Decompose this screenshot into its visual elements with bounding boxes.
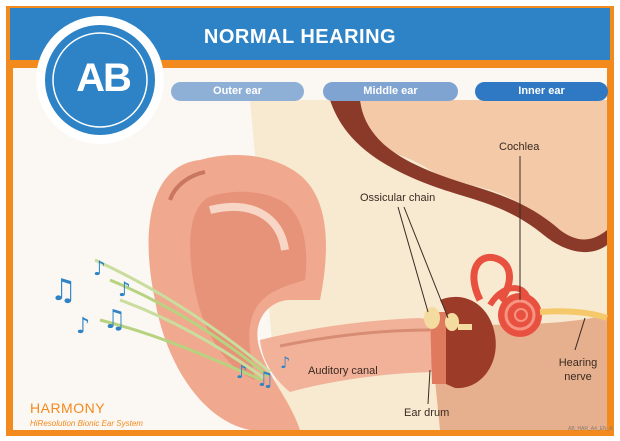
page-title: NORMAL HEARING bbox=[150, 26, 450, 49]
figure-code: AB_HAR_A4_EN_A bbox=[568, 426, 613, 432]
music-note-7: ♫ bbox=[256, 367, 274, 391]
label-ossicular-chain: Ossicular chain bbox=[360, 192, 435, 204]
ossicle-hammer bbox=[424, 307, 440, 329]
music-note-3: ♪ bbox=[118, 277, 131, 301]
music-note-1: ♫ bbox=[50, 273, 77, 308]
brand-subtitle: HiResolution Bionic Ear System bbox=[30, 419, 143, 428]
brand-name: HARMONY bbox=[30, 400, 105, 416]
music-note-8: ♪ bbox=[280, 353, 290, 372]
label-cochlea: Cochlea bbox=[499, 141, 539, 153]
ossicle-stirrup bbox=[458, 324, 472, 330]
label-hearing-nerve: Hearing nerve bbox=[553, 356, 603, 384]
music-note-6: ♪ bbox=[236, 362, 248, 383]
music-note-2: ♪ bbox=[93, 256, 106, 280]
label-auditory-canal: Auditory canal bbox=[308, 365, 378, 377]
music-note-5: ♫ bbox=[103, 305, 126, 335]
region-middle-ear: Middle ear bbox=[323, 82, 458, 101]
logo-ab: AB bbox=[53, 56, 153, 101]
region-outer-ear: Outer ear bbox=[171, 82, 304, 101]
region-inner-ear: Inner ear bbox=[475, 82, 608, 101]
label-ear-drum: Ear drum bbox=[404, 407, 449, 419]
music-note-4: ♪ bbox=[76, 314, 90, 339]
